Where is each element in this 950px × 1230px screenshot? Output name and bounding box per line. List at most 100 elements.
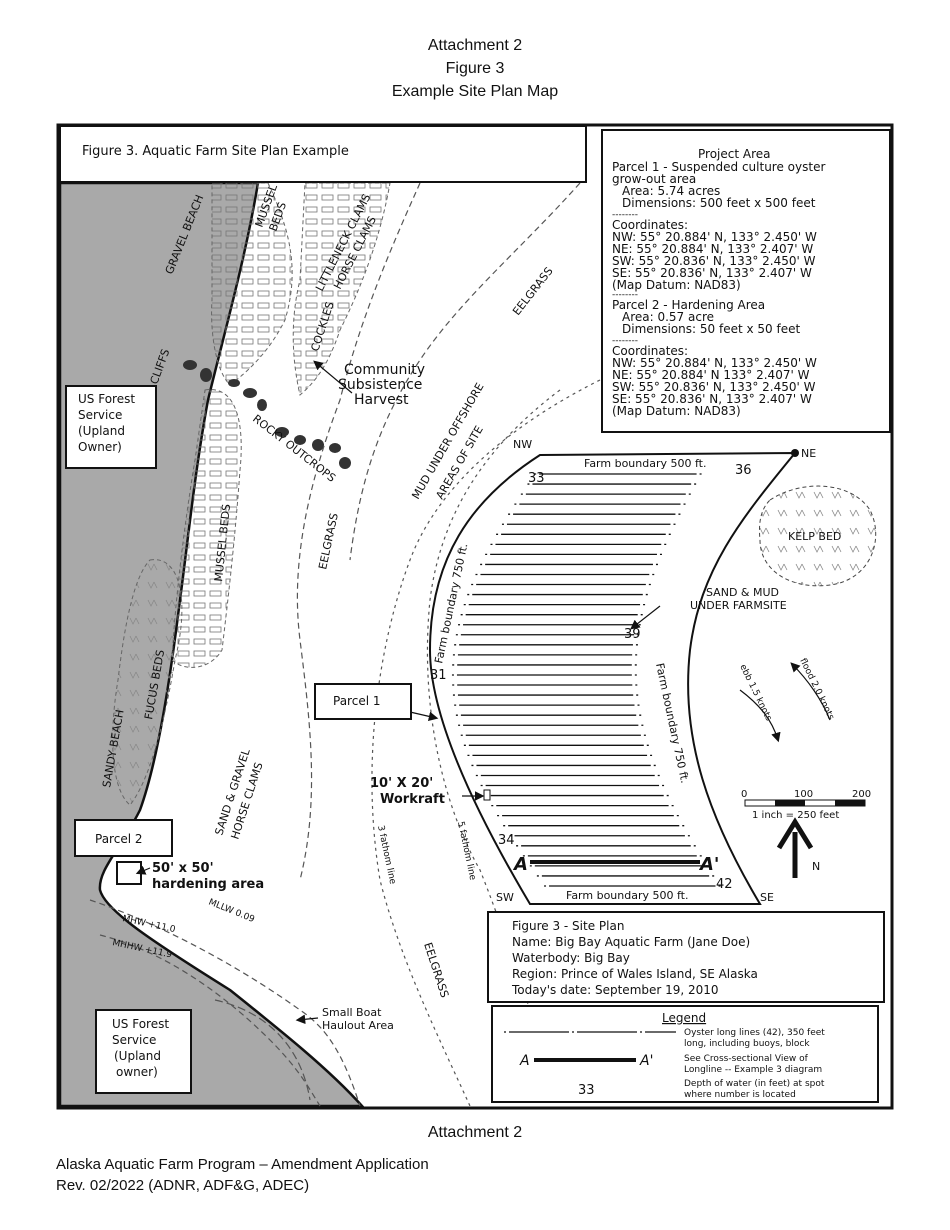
flood-arrow	[790, 662, 831, 721]
p1-ne: NE: 55° 20.884' N, 133° 2.407' W	[612, 242, 813, 256]
footer-revision: Rev. 02/2022 (ADNR, ADF&G, ADEC)	[56, 1177, 310, 1194]
label-north: N	[812, 860, 820, 873]
section-a-prime: A'	[698, 854, 719, 875]
north-arrow-icon	[776, 817, 814, 878]
corner-ne: NE	[801, 447, 816, 460]
legend-depth-2: where number is located	[684, 1090, 796, 1100]
forest-bottom-box	[95, 1009, 192, 1094]
label-workraft-2b: Workraft	[380, 792, 445, 807]
header-attachment: Attachment 2	[427, 37, 523, 54]
eelgrass-contour-1	[296, 182, 421, 881]
parcel1-label: Parcel 1	[333, 694, 380, 708]
workraft-marker	[483, 789, 491, 801]
p1-sw: SW: 55° 20.836' N, 133° 2.450' W	[612, 254, 816, 268]
legend-title: Legend	[662, 1011, 706, 1025]
depth-42: 42	[716, 877, 733, 892]
legend-section-a-prime: A'	[639, 1053, 653, 1069]
p1-title-2: grow-out area	[612, 172, 696, 186]
sep-2: --------	[612, 290, 638, 300]
forest-bottom-2: Service	[112, 1033, 156, 1047]
scale-tick-100: 100	[794, 789, 813, 800]
scale-tick-0: 0	[741, 789, 747, 800]
depth-34: 34	[498, 833, 515, 848]
forest-top-1: US Forest	[78, 392, 135, 406]
depth-39: 39	[624, 627, 641, 642]
p1-title-1: Parcel 1 - Suspended culture oyster	[612, 160, 825, 174]
haulout-arrow	[295, 1014, 319, 1025]
forest-top-2: Service	[78, 408, 122, 422]
label-hardening-1: 50' x 50'	[152, 861, 214, 876]
depth-33: 33	[528, 471, 545, 486]
label-sand-mud-2: UNDER FARMSITE	[690, 599, 787, 612]
label-community-3: Harvest	[354, 392, 409, 408]
legend-section-a: A	[519, 1053, 530, 1069]
p2-area: Area: 0.57 acre	[622, 310, 714, 324]
legend-box	[491, 1005, 879, 1103]
p1-nw: NW: 55° 20.884' N, 133° 2.450' W	[612, 230, 817, 244]
ebb-arrow	[739, 689, 781, 743]
p2-sw: SW: 55° 20.836' N, 133° 2.450' W	[612, 380, 816, 394]
p2-coords-label: Coordinates:	[612, 344, 688, 358]
sep-3: --------	[612, 336, 638, 346]
legend-depth-sample: 33	[578, 1083, 595, 1098]
hardening-area-marker	[116, 861, 142, 885]
site-plan-5: Today's date: September 19, 2010	[511, 983, 719, 997]
haulout-area	[214, 999, 311, 1101]
map-title-box	[59, 125, 587, 183]
scale-ratio: 1 inch = 250 feet	[752, 810, 839, 821]
forest-bottom-1: US Forest	[112, 1017, 169, 1031]
header-title: Example Site Plan Map	[391, 83, 559, 100]
fucus-beds	[112, 559, 183, 806]
label-kelp-bed: KELP BED	[788, 530, 841, 543]
label-sand-mud-1: SAND & MUD	[706, 586, 779, 599]
p2-title: Parcel 2 - Hardening Area	[612, 298, 765, 312]
farm-boundary-bottom: Farm boundary 500 ft.	[566, 889, 689, 902]
mllw-line	[89, 899, 361, 1107]
site-plan-2: Name: Big Bay Aquatic Farm (Jane Doe)	[512, 935, 750, 949]
footer-attachment: Attachment 2	[427, 1124, 523, 1141]
site-plan-3: Waterbody: Big Bay	[512, 951, 630, 965]
community-arrow	[313, 360, 353, 394]
rocky-outcrops	[183, 360, 351, 469]
project-area-box	[601, 129, 891, 433]
p2-se: SE: 55° 20.836' N, 133° 2.407' W	[612, 392, 812, 406]
legend-section-1: See Cross-sectional View of	[684, 1054, 809, 1064]
site-plan-1: Figure 3 - Site Plan	[512, 919, 624, 933]
p2-ne: NE: 55° 20.884' N 133° 2.407' W	[612, 368, 810, 382]
section-a: A	[512, 854, 528, 875]
map-title: Figure 3. Aquatic Farm Site Plan Example	[82, 144, 349, 159]
label-community-2: Subsistence	[338, 377, 422, 393]
project-area-heading: Project Area	[698, 147, 771, 161]
depth-31: 31	[430, 668, 447, 683]
label-small-boat-2: Haulout Area	[322, 1019, 394, 1032]
project-area-text: Project Area Parcel 1 - Suspended cultur…	[612, 147, 825, 418]
sand-mud-arrow	[630, 605, 661, 630]
legend-depth-1: Depth of water (in feet) at spot	[684, 1079, 825, 1089]
legend-longline-2: long, including buoys, block	[684, 1039, 810, 1049]
farm-boundary-top: Farm boundary 500 ft.	[584, 457, 707, 470]
fathom-5	[426, 389, 561, 1041]
hardening-arrow	[135, 865, 151, 875]
legend-longline-1: Oyster long lines (42), 350 feet	[684, 1028, 825, 1038]
p1-dimensions: Dimensions: 500 feet x 500 feet	[622, 196, 816, 210]
label-hardening-2: hardening area	[152, 877, 264, 892]
header-figure: Figure 3	[445, 60, 505, 77]
ne-corner-marker	[791, 449, 799, 457]
parcel1-arrow	[409, 711, 439, 722]
kelp-bed	[759, 485, 877, 587]
forest-bottom-3: (Upland	[114, 1049, 161, 1063]
corner-nw: NW	[513, 438, 532, 451]
forest-top-box	[65, 385, 157, 469]
footer-program: Alaska Aquatic Farm Program – Amendment …	[56, 1156, 429, 1173]
parcel2-label: Parcel 2	[95, 832, 142, 846]
label-community-1: Community	[344, 362, 425, 378]
corner-sw: SW	[496, 891, 514, 904]
p2-nw: NW: 55° 20.884' N, 133° 2.450' W	[612, 356, 817, 370]
p2-datum: (Map Datum: NAD83)	[612, 404, 741, 418]
clam-beds	[292, 182, 391, 396]
forest-top-3: (Upland	[78, 424, 125, 438]
p2-dimensions: Dimensions: 50 feet x 50 feet	[622, 322, 800, 336]
p1-coords-label: Coordinates:	[612, 218, 688, 232]
site-plan-box	[487, 911, 885, 1003]
